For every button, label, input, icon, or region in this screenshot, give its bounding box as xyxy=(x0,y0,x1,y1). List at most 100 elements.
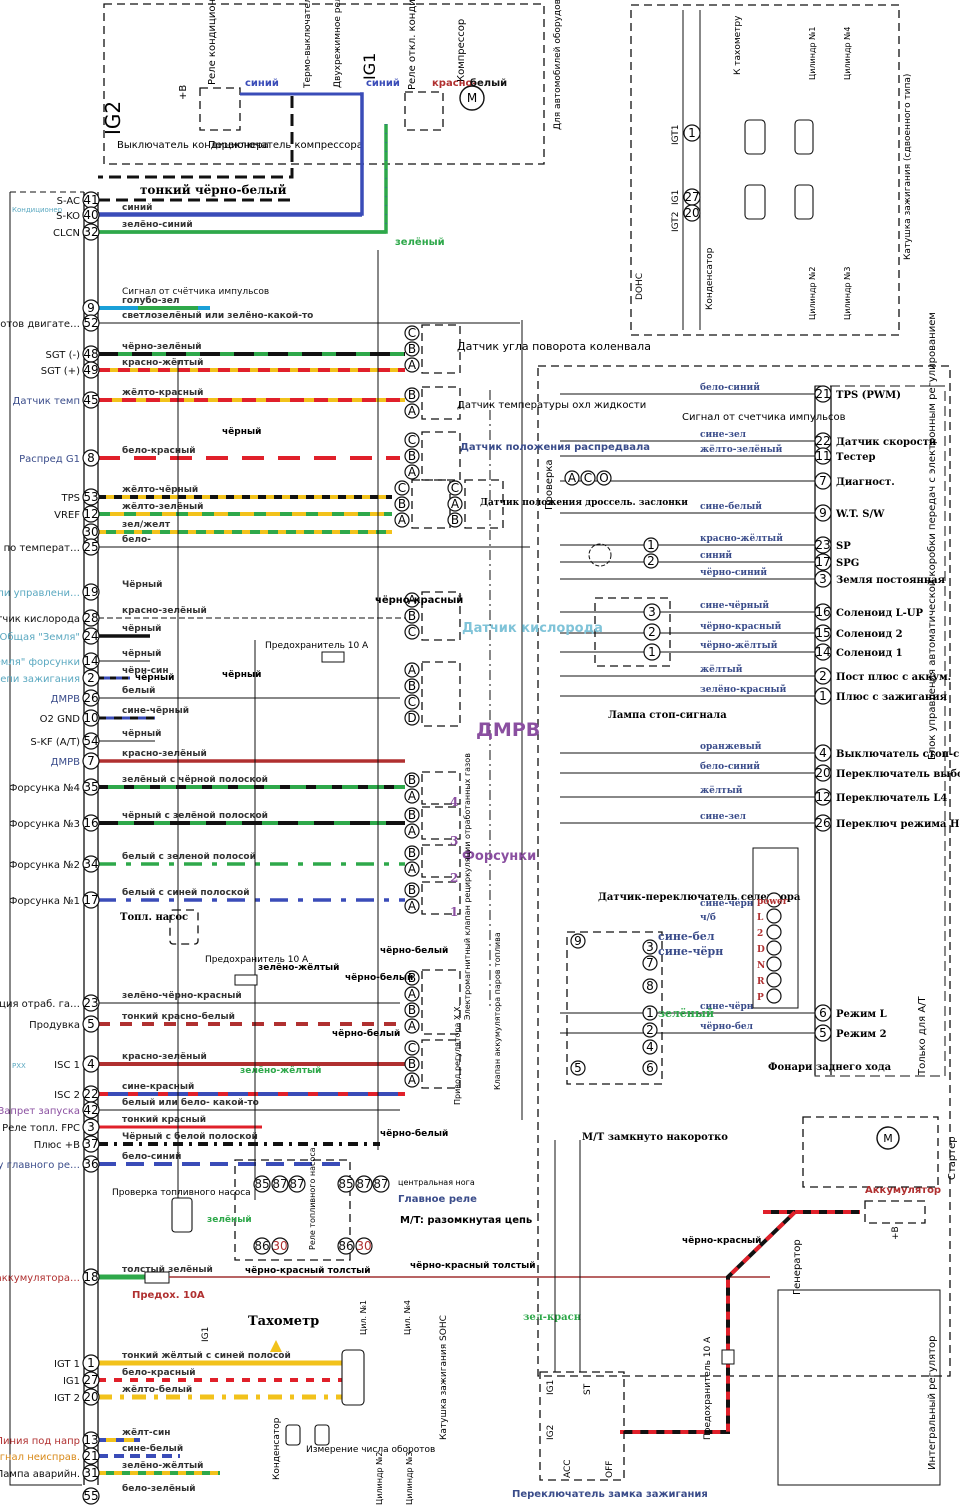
ecu-pin-name: На катушку главного ре… xyxy=(0,1160,80,1171)
ignition-ig1-label: IG1 xyxy=(201,1327,211,1342)
battery-icon xyxy=(864,1200,926,1224)
at-pin-number: 15 xyxy=(815,626,830,640)
ecu-pin-name: S-KO xyxy=(56,211,80,222)
relay-pin xyxy=(253,1237,271,1255)
check-pin xyxy=(596,470,612,486)
dohc-pin-20 xyxy=(683,204,701,222)
sensor-connector-pin xyxy=(404,694,420,710)
at-pin-3 xyxy=(814,570,832,588)
sensor-connector-pin xyxy=(404,986,420,1002)
ecu-pin-name: IGT 1 xyxy=(54,1359,80,1370)
sensor-connector-letter: A xyxy=(398,513,407,527)
selector-position-label: L xyxy=(757,913,764,923)
at-pin-number: 20 xyxy=(815,766,830,780)
ecu-pin-number: 45 xyxy=(83,393,98,407)
selector-switch-pin xyxy=(642,939,658,955)
regulator-label: Интегральный регулятор xyxy=(927,1336,938,1471)
wire-label-bw-3: чёрно-белый xyxy=(332,1028,400,1039)
relay-pin-number: 30 xyxy=(356,1239,371,1253)
ecu-pin-name: Датчик темп xyxy=(13,396,80,407)
at-wire-label: синий xyxy=(700,550,732,561)
power-wire-green-red: зел-красн xyxy=(523,1312,581,1323)
ac-section: IG2 +B Реле кондиционера Выключатель кон… xyxy=(98,0,563,248)
sw-pos-ig2: IG2 xyxy=(546,1425,556,1440)
ecu-pin-number: 1 xyxy=(87,1356,95,1370)
check-pin-letter: C xyxy=(584,471,592,485)
ecu-pin-number: 10 xyxy=(83,711,98,725)
relay-pin-number: 86 xyxy=(338,1239,353,1253)
at-ecu-title: Блок управления автоматической коробки п… xyxy=(927,312,938,760)
selector-wire-label: сине-чёрн xyxy=(658,945,723,958)
dohc-cyl3: Цилиндр №3 xyxy=(843,266,852,320)
dohc-pin-1 xyxy=(683,124,701,142)
ac-wire-blue-1: синий xyxy=(245,78,279,89)
selector-position-lamp xyxy=(766,892,782,908)
ecu-pin-45 xyxy=(82,391,100,409)
sensor-connector-pin xyxy=(404,432,420,448)
sensor-connector-letter: A xyxy=(408,663,417,677)
ecu-pin-36 xyxy=(82,1155,100,1173)
sensor-connector-letter: B xyxy=(408,846,416,860)
at-wire-label: оранжевый xyxy=(700,741,762,752)
relay-pin-number: 87 xyxy=(272,1177,287,1191)
ignition-switch-label: Переключатель замка зажигания xyxy=(512,1489,708,1500)
wire-color-label: жёлт-син xyxy=(122,1428,170,1438)
at-pin-number: 11 xyxy=(815,449,830,463)
ecu-pin-25 xyxy=(82,538,100,556)
tachometer-label: Тахометр xyxy=(248,1314,319,1329)
sensor-connector-pin xyxy=(404,662,420,678)
ecu-pin-number: 28 xyxy=(83,611,98,625)
sensor-connector-pin xyxy=(404,341,420,357)
selector-switch-pin-number: 3 xyxy=(646,940,654,954)
maf-label: ДМРВ xyxy=(476,719,540,741)
sensor-connector-letter: B xyxy=(408,388,416,402)
ecu-pin-name: Распред G1 xyxy=(19,454,80,465)
sensor-connector-letter: C xyxy=(408,1041,416,1055)
ecu-pin-52 xyxy=(82,314,100,332)
relay-pin xyxy=(271,1175,289,1193)
relay-pin-number: 85 xyxy=(338,1177,353,1191)
solenoid-connector: 321 xyxy=(594,597,671,667)
ecu-pin-name: SGT (+) xyxy=(41,366,80,377)
fuel-pump-check-label: Проверка топливного насоса xyxy=(112,1188,251,1198)
ecu-pin-number: 20 xyxy=(83,1390,98,1404)
svg-text:27: 27 xyxy=(684,190,699,204)
starter-motor-icon xyxy=(876,1126,900,1150)
at-pin-26 xyxy=(814,814,832,832)
ecu-pin-name: ДМРВ xyxy=(51,757,80,768)
sensor-connector-letter: B xyxy=(408,971,416,985)
ecu-pin-number: 25 xyxy=(83,540,98,554)
ecu-pin-name: Рециркуляция отраб. га… xyxy=(0,999,80,1010)
injector-num-1: 1 xyxy=(450,905,458,919)
sensor-connector-pin xyxy=(404,387,420,403)
ecu-pin-number: 53 xyxy=(83,490,98,504)
selector-wire-label: зелёный xyxy=(658,1007,714,1020)
at-pin-20 xyxy=(814,764,832,782)
throttle-sensor-label: Датчик положения дроссель. заслонки xyxy=(480,498,688,508)
mt-short-label: M/T замкнуто накоротко xyxy=(582,1132,728,1143)
ecu-pin-number: 31 xyxy=(83,1466,98,1480)
ecu-pin-37 xyxy=(82,1135,100,1153)
ecu-pin-number: 36 xyxy=(83,1157,98,1171)
sensor-connector-pin xyxy=(404,788,420,804)
injector-num-3: 3 xyxy=(450,834,458,848)
check-pin-letter: A xyxy=(568,471,577,485)
sensor-connector-letter: B xyxy=(408,1057,416,1071)
sohc-coil-label: Катушка зажигания SOHC xyxy=(439,1315,449,1440)
ecu-pin-number: 21 xyxy=(83,1449,98,1463)
sensor-connector-pin xyxy=(404,970,420,986)
thermo-switch-label: Термо-выключатель xyxy=(303,0,313,89)
fuse-10a-label: Предох. 10А xyxy=(132,1290,205,1301)
at-pin-number: 14 xyxy=(815,645,830,659)
at-pin-11 xyxy=(814,447,832,465)
sensor-connector-letter: B xyxy=(408,609,416,623)
at-wire-label: чёрно-бел xyxy=(700,1021,754,1032)
sensor-connector-pin xyxy=(404,1018,420,1034)
selector-position-label: N xyxy=(757,961,765,971)
selector-position-label: R xyxy=(757,977,765,987)
oxygen-wire-label: чёрно-красный xyxy=(375,594,463,606)
sensor-connector-letter: B xyxy=(451,513,459,527)
wire-color-label: жёлто-белый xyxy=(122,1384,192,1395)
sensor-connector-letter: C xyxy=(408,625,416,639)
